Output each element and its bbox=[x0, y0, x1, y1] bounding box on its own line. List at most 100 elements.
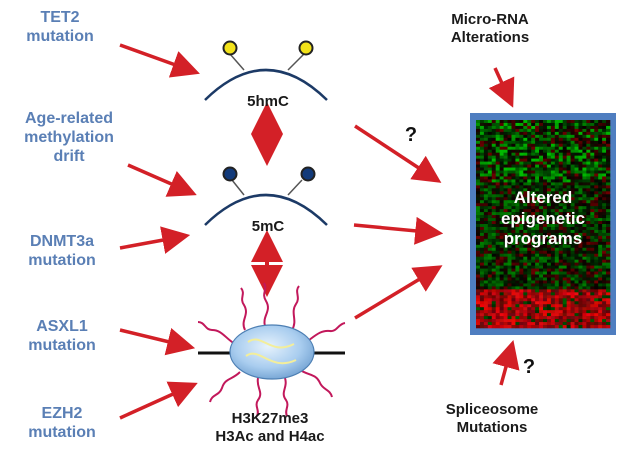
heatmap-cell bbox=[519, 149, 524, 153]
heatmap-cell bbox=[550, 322, 556, 326]
heatmap-cell bbox=[539, 134, 544, 139]
heatmap-cell bbox=[546, 229, 552, 234]
heatmap-cell bbox=[543, 134, 548, 139]
heatmap-cell bbox=[527, 253, 532, 257]
heatmap-cell bbox=[582, 134, 587, 139]
alterations-text: Alterations bbox=[450, 28, 530, 46]
heatmap-cell bbox=[476, 298, 481, 302]
heatmap-cell bbox=[562, 185, 567, 189]
heatmap-cell bbox=[535, 152, 540, 156]
heatmap-cell bbox=[495, 146, 500, 151]
heatmap-cell bbox=[495, 131, 500, 136]
heatmap-cell bbox=[570, 224, 575, 228]
heatmap-cell bbox=[558, 125, 563, 130]
heatmap-cell bbox=[554, 277, 560, 281]
heatmap-cell bbox=[531, 271, 536, 275]
heatmap-cell bbox=[586, 200, 591, 204]
heatmap-cell bbox=[594, 212, 599, 216]
heatmap-cell bbox=[539, 143, 544, 148]
heatmap-cell bbox=[479, 173, 485, 177]
heatmap-cell bbox=[578, 209, 583, 213]
heatmap-cell bbox=[479, 244, 485, 249]
heatmap-cell bbox=[543, 226, 548, 231]
heatmap-cell bbox=[515, 146, 520, 151]
heatmap-cell bbox=[479, 283, 485, 287]
heatmap-cell bbox=[598, 244, 603, 249]
heatmap-cell bbox=[543, 289, 548, 293]
heatmap-cell bbox=[487, 250, 493, 255]
heatmap-cell bbox=[503, 283, 508, 287]
heatmap-cell bbox=[499, 164, 504, 168]
heatmap-cell bbox=[483, 259, 489, 263]
heatmap-cell bbox=[598, 120, 603, 124]
heatmap-cell bbox=[476, 310, 481, 314]
heatmap-cell bbox=[503, 304, 508, 308]
heatmap-cell bbox=[519, 120, 524, 124]
heatmap-cell bbox=[602, 212, 607, 216]
heatmap-cell bbox=[562, 209, 567, 213]
heatmap-cell bbox=[602, 179, 607, 183]
heatmap-cell bbox=[531, 221, 536, 225]
heatmap-cell bbox=[476, 140, 481, 145]
heatmap-cell bbox=[479, 203, 485, 207]
heatmap-cell bbox=[578, 182, 583, 186]
heatmap-cell bbox=[519, 268, 524, 272]
heatmap-cell bbox=[539, 298, 544, 302]
heatmap-cell bbox=[594, 140, 599, 145]
heatmap-cell bbox=[570, 137, 575, 142]
heatmap-cell bbox=[511, 197, 516, 201]
heatmap-cell bbox=[586, 131, 591, 136]
heatmap-cell bbox=[507, 238, 512, 243]
heatmap-cell bbox=[550, 134, 556, 139]
heatmap-cell bbox=[566, 120, 571, 124]
heatmap-cell bbox=[483, 176, 489, 180]
heatmap-cell bbox=[562, 289, 567, 293]
heatmap-cell bbox=[523, 319, 528, 323]
heatmap-cell bbox=[550, 140, 556, 145]
heatmap-cell bbox=[476, 259, 481, 263]
heatmap-cell bbox=[491, 286, 496, 290]
heatmap-cell bbox=[511, 170, 516, 174]
heatmap-cell bbox=[515, 197, 520, 201]
heatmap-cell bbox=[558, 155, 563, 159]
heatmap-cell bbox=[499, 304, 504, 308]
heatmap-cell bbox=[574, 218, 579, 222]
heatmap-cell bbox=[562, 310, 567, 314]
heatmap-cell bbox=[562, 250, 567, 255]
heatmap-cell bbox=[503, 262, 508, 266]
heatmap-cell bbox=[499, 274, 504, 278]
heatmap-cell bbox=[574, 238, 579, 243]
heatmap-cell bbox=[507, 188, 512, 192]
heatmap-cell bbox=[535, 128, 540, 133]
heatmap-cell bbox=[495, 212, 500, 216]
heatmap-cell bbox=[562, 226, 567, 231]
heatmap-cell bbox=[602, 200, 607, 204]
heatmap-cell bbox=[543, 155, 548, 159]
heatmap-cell bbox=[602, 247, 607, 252]
heatmap-cell bbox=[594, 194, 599, 198]
heatmap-cell bbox=[479, 232, 485, 237]
tet2-mutation-label: TET2 mutation bbox=[10, 9, 110, 47]
heatmap-cell bbox=[554, 268, 560, 272]
heatmap-cell bbox=[519, 283, 524, 287]
heatmap-cell bbox=[550, 173, 556, 177]
heatmap-label: Altered epigenetic programs bbox=[476, 188, 610, 250]
heatmap-cell bbox=[503, 221, 508, 225]
heatmap-cell bbox=[483, 268, 489, 272]
heatmap-cell bbox=[590, 134, 595, 139]
heatmap-cell bbox=[578, 229, 583, 234]
heatmap-cell bbox=[566, 286, 571, 290]
heatmap-cell bbox=[495, 173, 500, 177]
heatmap-cell bbox=[495, 203, 500, 207]
heatmap-cell bbox=[602, 185, 607, 189]
heatmap-cell bbox=[476, 167, 481, 171]
heatmap-cell bbox=[515, 286, 520, 290]
heatmap-cell bbox=[570, 298, 575, 302]
heatmap-cell bbox=[602, 221, 607, 225]
heatmap-cell bbox=[507, 179, 512, 183]
heatmap-cell bbox=[602, 224, 607, 228]
heatmap-cell bbox=[598, 164, 603, 168]
heatmap-cell bbox=[598, 179, 603, 183]
heatmap-cell bbox=[515, 212, 520, 216]
heatmap-cell bbox=[539, 277, 544, 281]
